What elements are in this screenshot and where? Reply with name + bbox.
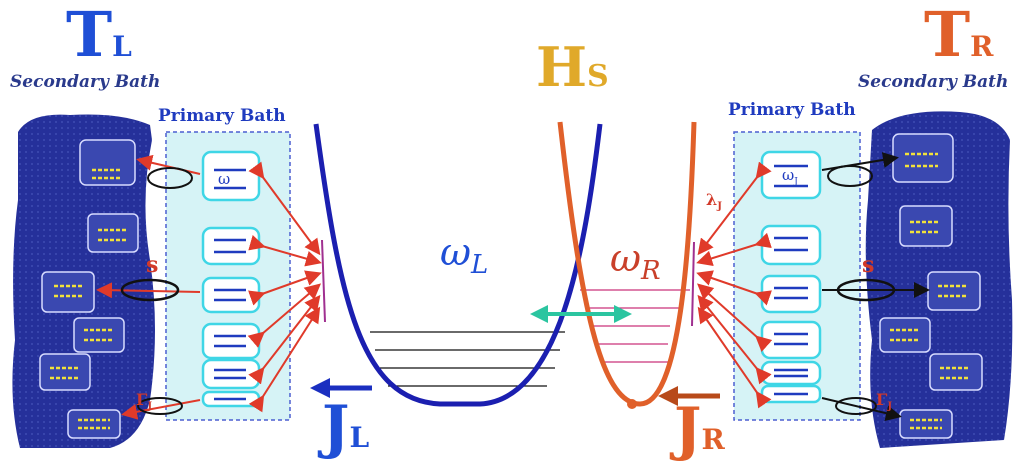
hs-label: HS	[536, 36, 609, 108]
omega-j-left-symbol: ω	[218, 170, 231, 188]
left-secondary-coupling	[96, 154, 201, 420]
right-secondary-bath	[865, 111, 1013, 448]
j-left-label: JL	[322, 396, 369, 469]
t-left-subscript: L	[112, 30, 132, 63]
left-secondary-bath	[12, 114, 156, 448]
heat-current-right-arrow	[658, 386, 720, 406]
gamma-left-subscript: J	[147, 401, 153, 413]
right-secondary-levels	[879, 133, 983, 439]
right-secondary-bath-label: Secondary Bath	[858, 72, 1009, 92]
s-right-label: s	[862, 252, 875, 278]
left-primary-bath-label: Primary Bath	[158, 106, 286, 126]
t-right-symbol: T	[924, 0, 971, 71]
right-contact-bar	[691, 241, 695, 327]
right-potential-well	[557, 121, 697, 407]
right-primary-bath-label: Primary Bath	[728, 100, 856, 120]
j-left-symbol: J	[322, 393, 350, 461]
left-contact-bar	[321, 239, 326, 323]
left-secondary-levels	[39, 139, 139, 439]
hs-subscript: S	[587, 59, 609, 94]
omega-left-symbol: ω	[440, 230, 471, 274]
omega-left-subscript: L	[471, 250, 489, 280]
hs-symbol: H	[536, 35, 588, 99]
tunneling-arrow	[530, 305, 632, 323]
gamma-left-label: ΓJ	[136, 390, 152, 412]
gamma-right-subscript: J	[887, 401, 893, 413]
t-left-label: TL	[66, 4, 132, 78]
left-energy-levels	[370, 331, 565, 387]
t-left-symbol: T	[66, 0, 113, 71]
j-right-subscript: R	[701, 423, 725, 456]
omega-j-right-subscript: J	[794, 177, 798, 187]
right-energy-levels	[580, 289, 690, 363]
omega-right-subscript: R	[641, 256, 661, 286]
lambda-subscript: J	[717, 201, 722, 213]
right-coupling-arrows	[696, 161, 773, 409]
t-right-label: TR	[924, 4, 993, 78]
s-left-label: s	[146, 252, 159, 278]
j-right-symbol: J	[674, 395, 702, 463]
lambda-label: λJ	[706, 190, 722, 212]
omega-j-right-symbol: ω	[782, 166, 795, 184]
left-secondary-bath-label: Secondary Bath	[10, 72, 161, 92]
j-right-label: JR	[674, 398, 725, 471]
lambda-symbol: λ	[706, 190, 718, 209]
j-left-subscript: L	[349, 421, 370, 454]
omega-j-left-label: ω	[218, 170, 230, 188]
heat-current-left-arrow	[310, 378, 372, 398]
right-secondary-coupling	[821, 152, 930, 422]
left-coupling-arrows	[247, 161, 322, 413]
gamma-right-symbol: Γ	[876, 390, 888, 409]
omega-left-label: ωL	[440, 230, 488, 280]
gamma-right-label: ΓJ	[876, 390, 892, 412]
left-potential-well	[313, 123, 603, 407]
right-well-minimum	[627, 399, 637, 409]
omega-right-symbol: ω	[610, 236, 641, 280]
omega-right-label: ωR	[610, 236, 661, 286]
omega-j-right-label: ωJ	[782, 166, 798, 187]
t-right-subscript: R	[970, 30, 994, 63]
gamma-left-symbol: Γ	[136, 390, 148, 409]
